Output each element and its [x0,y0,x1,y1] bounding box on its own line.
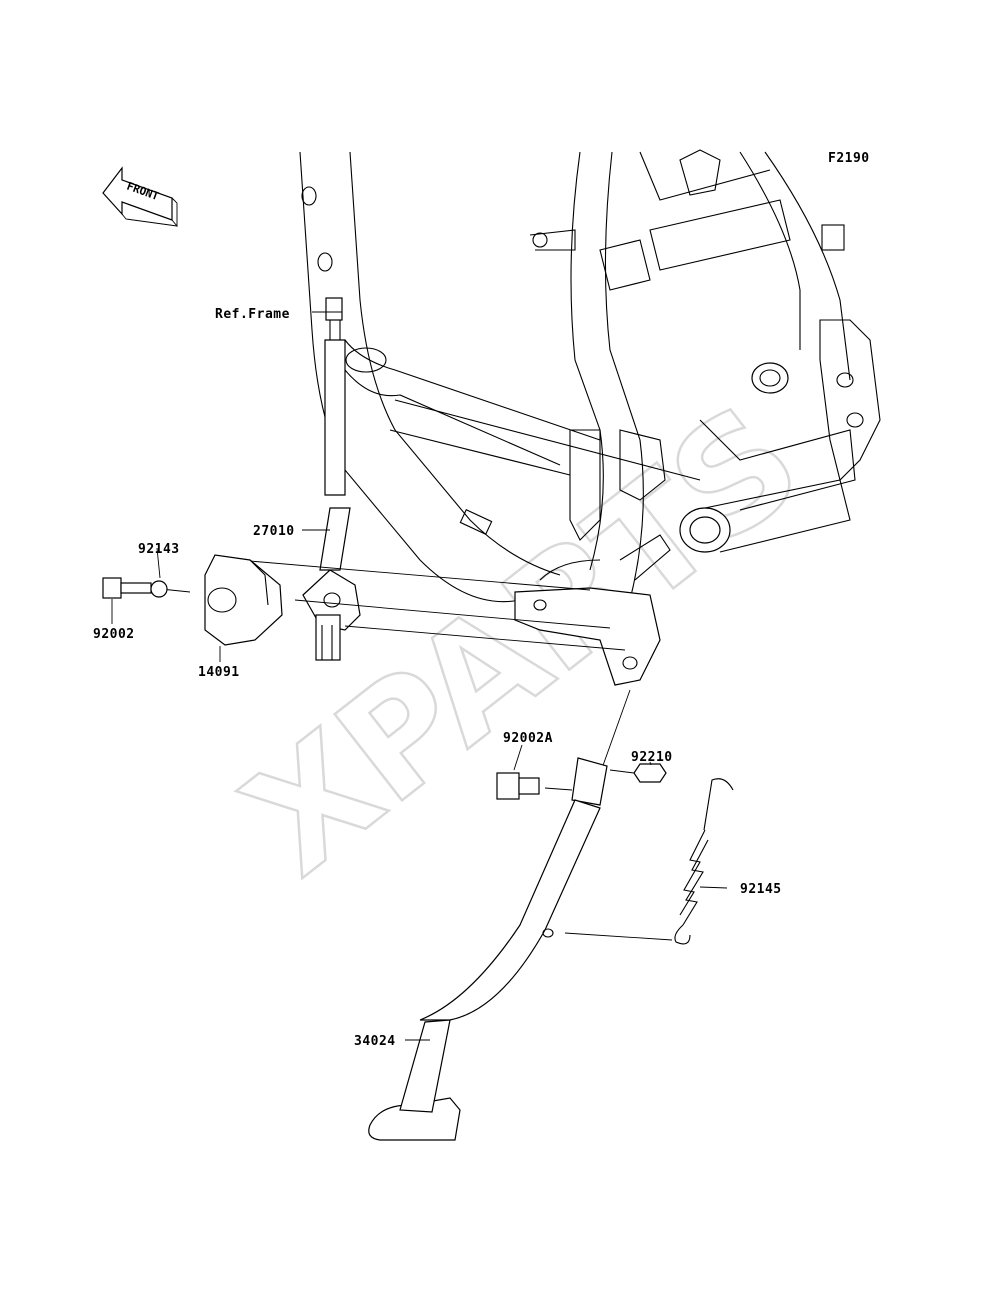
front-arrow-icon: FRONT [102,166,178,228]
assembly-line-3 [344,625,626,651]
cover-part [204,554,283,646]
nut-92210 [633,763,667,783]
figure-code: F2190 [828,151,870,166]
label-14091: 14091 [198,665,240,680]
washer-92143 [150,580,168,598]
label-34024: 34024 [354,1034,396,1049]
label-92002a: 92002A [503,731,553,746]
side-stand [368,689,631,1141]
label-92143: 92143 [138,542,180,557]
nut-line [609,769,635,774]
label-92210: 92210 [631,750,673,765]
label-92145: 92145 [740,882,782,897]
label-ref-frame: Ref.Frame [215,307,290,322]
bolt-92002a [496,772,573,800]
assembly-line-2 [294,599,611,629]
frame-drawing [299,149,881,686]
bolt-92002 [102,577,191,599]
label-92002: 92002 [93,627,135,642]
assembly-line-1 [237,559,591,591]
label-27010: 27010 [253,524,295,539]
watermark: XPARTS [214,372,833,910]
sidestand-switch [302,569,361,661]
leader-lines [111,311,728,1041]
svg-text:XPARTS: XPARTS [215,373,832,908]
spring-92145 [564,778,734,945]
wire-harness [319,297,351,571]
